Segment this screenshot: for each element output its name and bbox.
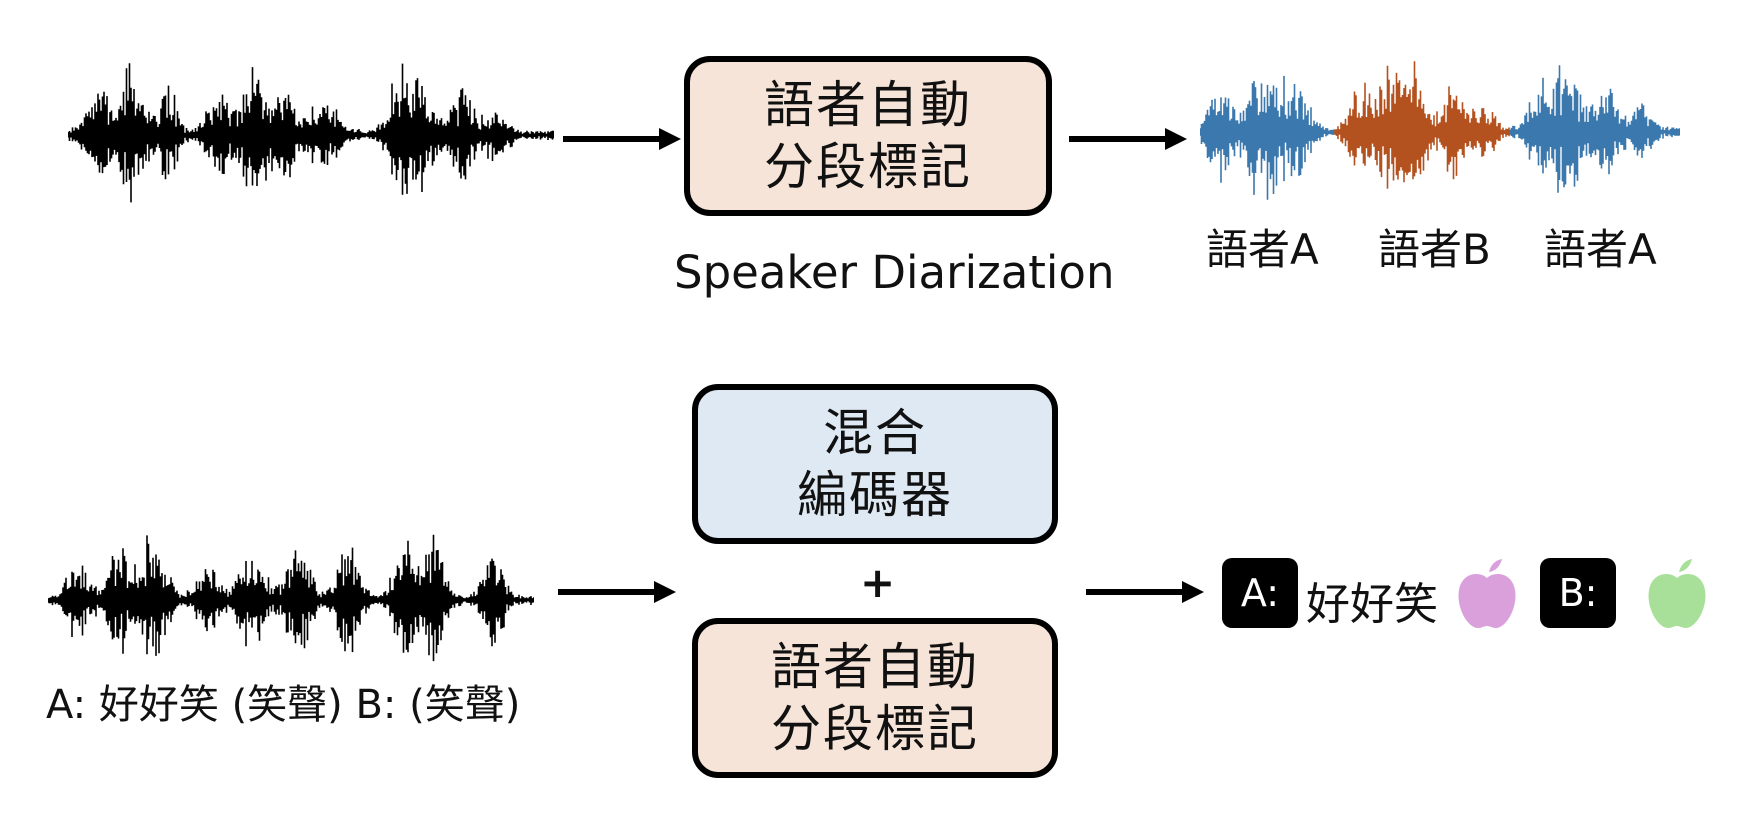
arrow-to-output-bottom: [1086, 581, 1204, 603]
speaker-b-tag: B:: [1540, 558, 1616, 628]
diarization-box-top-line2: 分段標記: [764, 138, 972, 196]
diarization-box-bottom-line2: 分段標記: [771, 700, 979, 758]
speaker-a-text: 好好笑: [1306, 579, 1438, 630]
apple-icon: [1458, 559, 1516, 628]
plus-sign: +: [860, 558, 896, 607]
speaker-a-tag: A:: [1222, 558, 1298, 628]
arrow-to-model-bottom: [558, 581, 676, 603]
input-transcript: A: 好好笑 (笑聲) B: (笑聲): [46, 682, 521, 728]
diarization-box-bottom: 語者自動 分段標記: [692, 618, 1058, 778]
diarization-box-top: 語者自動 分段標記: [684, 56, 1052, 216]
segment-label-speaker-a-2: 語者A: [1544, 225, 1657, 274]
hybrid-encoder-box: 混合 編碼器: [692, 384, 1058, 544]
segmented-waveform: [1200, 61, 1680, 200]
segment-label-speaker-b: 語者B: [1378, 225, 1491, 274]
segment-label-speaker-a-1: 語者A: [1206, 225, 1319, 274]
hybrid-encoder-line2: 編碼器: [797, 466, 953, 524]
diarization-box-bottom-line1: 語者自動: [771, 638, 979, 696]
apple-icon: [1648, 559, 1706, 628]
input-waveform-bottom: [48, 534, 534, 662]
input-waveform-top: [68, 63, 554, 203]
speaker-diarization-caption: Speaker Diarization: [674, 246, 1115, 299]
arrow-to-diarization-top: [563, 128, 681, 150]
arrow-to-segmented-waveform: [1069, 128, 1187, 150]
diarization-box-top-line1: 語者自動: [764, 76, 972, 134]
hybrid-encoder-line1: 混合: [823, 404, 927, 462]
